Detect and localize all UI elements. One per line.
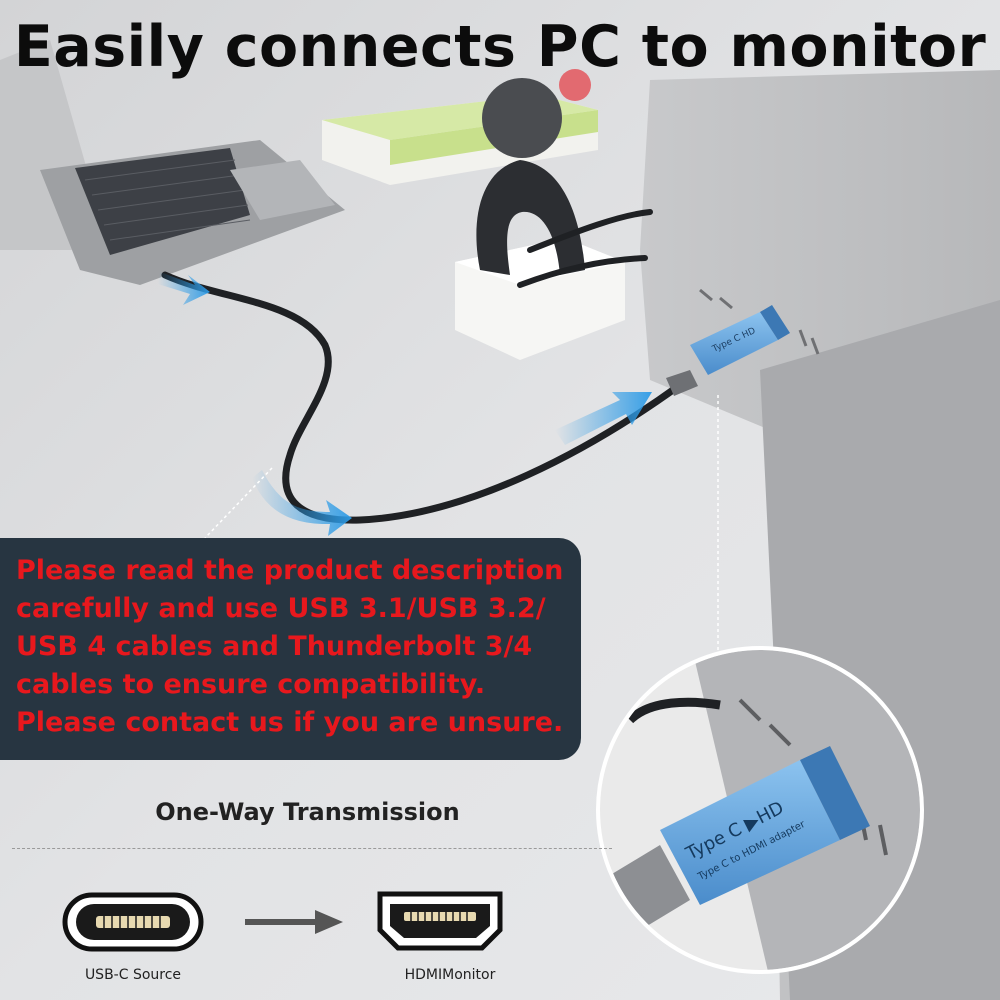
magnified-view: Type C ▶HD Type C to HDMI adapter <box>596 646 924 974</box>
laptop <box>0 40 345 285</box>
guide-lines <box>204 395 719 695</box>
divider <box>12 848 612 849</box>
right-arrow-icon <box>245 910 343 934</box>
notice-line: Please read the product description <box>16 555 564 586</box>
adapter-small: Type C HD <box>666 305 790 396</box>
usb-c-port-icon <box>62 892 204 952</box>
headline: Easily connects PC to monitor <box>13 14 987 80</box>
transmission-panel: One-Way Transmission USB-C Source HDMIMo… <box>0 764 700 1000</box>
hdmi-port-icon <box>377 891 503 951</box>
cable <box>161 209 684 524</box>
transmission-title: One-Way Transmission <box>155 798 460 826</box>
flow-arrows <box>158 272 652 536</box>
compatibility-notice: Please read the product description care… <box>0 538 581 760</box>
notice-line: USB 4 cables and Thunderbolt 3/4 <box>16 631 533 662</box>
notice-line: carefully and use USB 3.1/USB 3.2/ <box>16 593 546 624</box>
notice-line: Please contact us if you are unsure. <box>16 707 564 738</box>
source-label: USB-C Source <box>84 967 182 983</box>
notice-line: cables to ensure compatibility. <box>16 669 486 700</box>
target-label: HDMIMonitor <box>404 967 496 983</box>
